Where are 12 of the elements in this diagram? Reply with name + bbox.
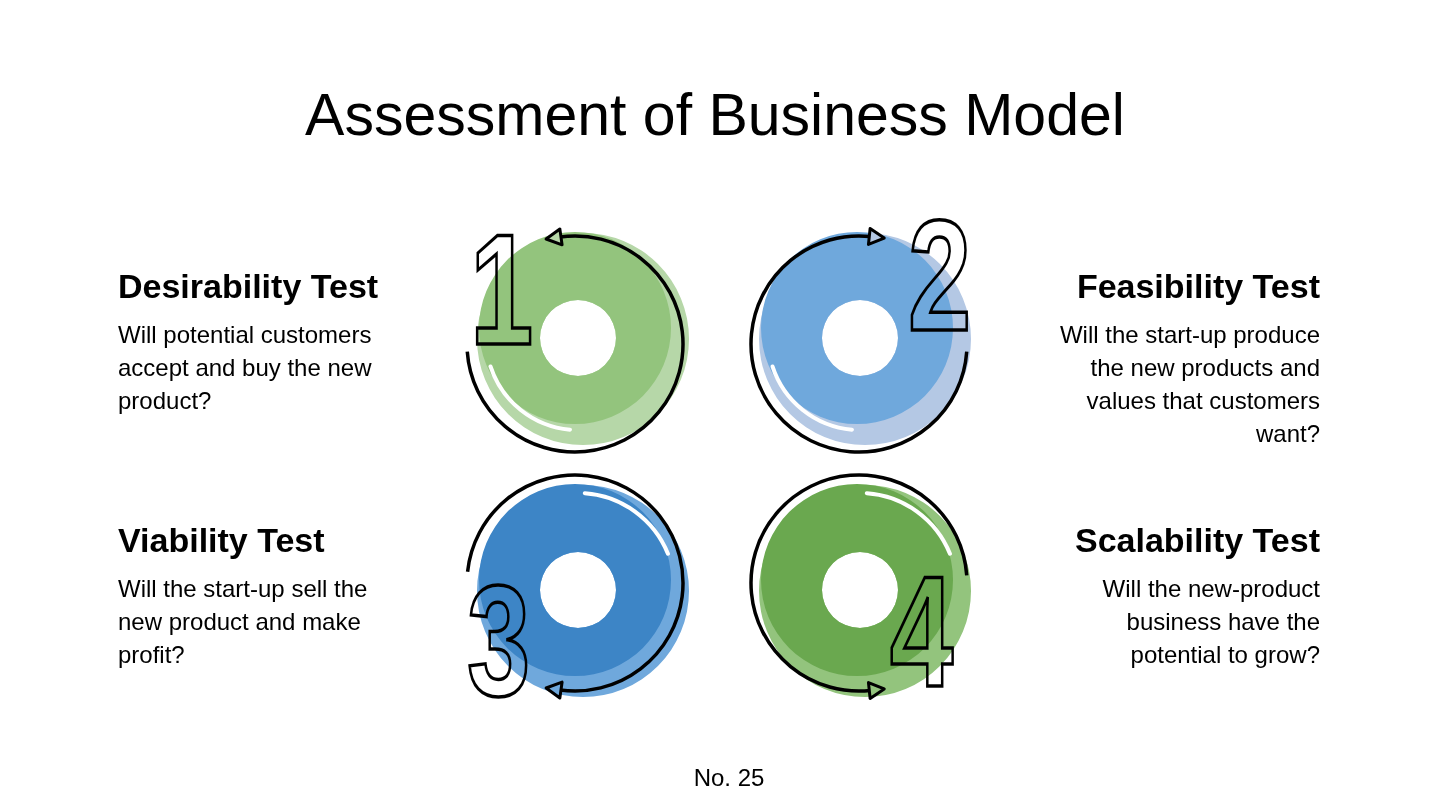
test-heading: Viability Test	[118, 520, 326, 560]
step-number: 2	[908, 219, 972, 332]
test-description: Will potential customers accept and buy the new product?	[118, 320, 373, 416]
test-description: Will the new-product business have the potential to grow?	[1101, 574, 1320, 670]
test-heading: Scalability Test	[1073, 520, 1320, 560]
test-description: Will the start-up produce the new products and values that customers want?	[1058, 320, 1320, 449]
title: Assessment of Business Model	[305, 82, 1125, 148]
page-number: No. 25	[693, 763, 765, 793]
test-description: Will the start-up sell the new product and make profit?	[118, 574, 369, 670]
step-number: 4	[890, 575, 954, 688]
test-heading: Feasibility Test	[1075, 266, 1320, 306]
test-heading: Desirability Test	[118, 266, 380, 306]
